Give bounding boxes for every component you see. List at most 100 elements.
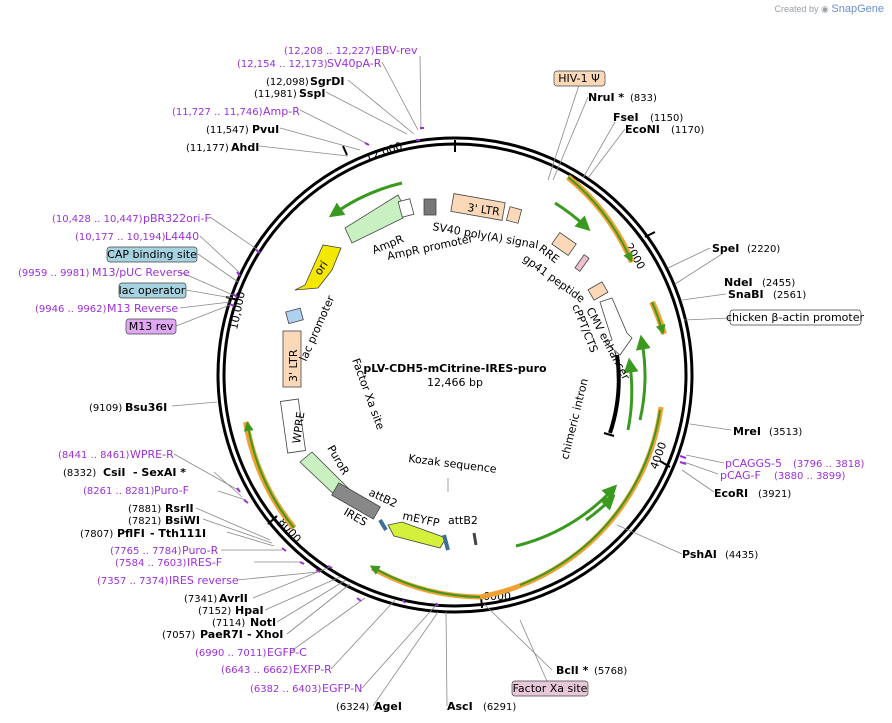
- tick-12000: 12,000: [364, 139, 405, 164]
- ecori-coord: (3921): [758, 489, 791, 500]
- factor-xa-site-box: [511, 680, 589, 697]
- avrii-name: AvrII: [219, 592, 248, 605]
- wpre-r-name: WPRE-R: [130, 448, 174, 461]
- fsei-name: FseI: [613, 111, 639, 124]
- bsiwi-name: BsiWI: [165, 514, 200, 527]
- puro-f-name: Puro-F: [154, 484, 189, 497]
- bsu36i-coord: (9109): [89, 403, 122, 414]
- snapgene-brand: Created by ◉ SnapGene: [774, 3, 884, 15]
- chimeric-intron-bar: [608, 354, 621, 434]
- sv40-box: [423, 198, 437, 216]
- csii-name: CsiI: [103, 466, 125, 479]
- pshai-coord: (4435): [725, 550, 758, 561]
- ndei-coord: (2455): [762, 278, 795, 289]
- ndei-name: NdeI: [724, 276, 753, 289]
- nrui-coord: (833): [630, 93, 657, 104]
- agei-name: AgeI: [374, 700, 402, 713]
- sv40pa-r-name: SV40pA-R: [327, 57, 382, 70]
- label-3ltr-left: 3' LTR: [287, 349, 300, 382]
- ltr-top-box: [450, 193, 506, 221]
- label-chimeric-intron: chimeric intron: [558, 377, 591, 461]
- ecori-name: EcoRI: [714, 487, 748, 500]
- asci-coord: (6291): [483, 702, 516, 713]
- label-wpre: WPRE: [290, 411, 307, 445]
- puro-f-coord: (8261 .. 8281): [83, 486, 155, 497]
- label-3ltr-top: 3' LTR: [467, 201, 501, 218]
- pbr322ori-f-name: pBR322ori-F: [143, 212, 211, 225]
- sexai-name: - SexAI *: [133, 466, 186, 479]
- sspi-coord: (11,981): [254, 89, 297, 100]
- gp41-box: [574, 254, 590, 272]
- spei-name: SpeI: [712, 242, 739, 255]
- factor-xa-site-label: Factor Xa site: [513, 682, 588, 695]
- ebv-rev-name: EBV-rev: [375, 44, 418, 57]
- sgrdi-name: SgrDI: [310, 75, 344, 88]
- attb2-right-mark: [442, 534, 450, 551]
- cap-binding-site-box: [106, 246, 198, 263]
- lac-operator-box: [118, 282, 187, 299]
- econi-coord: (1170): [671, 125, 704, 136]
- egfp-c-name: EGFP-C: [267, 646, 307, 659]
- exfp-r-coord: (6643 .. 6662): [221, 665, 293, 676]
- spei-coord: (2220): [747, 244, 780, 255]
- plasmid-length: 12,466 bp: [427, 376, 483, 389]
- snabi-coord: (2561): [773, 290, 806, 301]
- sv40pa-r-coord: (12,154 .. 12,173): [237, 59, 328, 70]
- sspi-name: SspI: [299, 87, 325, 100]
- l4440-coord: (10,177 .. 10,194): [75, 232, 166, 243]
- label-kozak: Kozak sequence: [408, 452, 498, 476]
- bsu36i-name: Bsu36I: [125, 401, 167, 414]
- hiv1-psi-label: HIV-1 Ψ: [558, 72, 600, 85]
- pvui-name: PvuI: [252, 123, 279, 136]
- asci-name: AscI: [447, 700, 473, 713]
- brand-name: SnapGene: [831, 3, 884, 15]
- m13-rev-label: M13 rev: [129, 320, 174, 333]
- rsrii-coord: (7881): [128, 504, 161, 515]
- noti-name: NotI: [250, 616, 276, 629]
- egfp-n-coord: (6382 .. 6403): [250, 684, 322, 695]
- bcli-name: BclI *: [556, 664, 589, 677]
- bsiwi-coord: (7821): [128, 516, 161, 527]
- chimeric-intron-end: [603, 432, 615, 437]
- agei-coord: (6324): [336, 702, 369, 713]
- pflfi-coord: (7807): [80, 529, 113, 540]
- rsrii-name: RsrII: [165, 502, 194, 515]
- paer7i-coord: (7057): [162, 630, 195, 641]
- chicken-actin-label: chicken β-actin promoter: [726, 311, 864, 324]
- mrei-coord: (3513): [769, 427, 802, 438]
- ori-arrow: [294, 244, 342, 291]
- m13puc-reverse-coord: (9959 .. 9981): [18, 268, 90, 279]
- pbr322ori-f-coord: (10,428 .. 10,447): [52, 214, 143, 225]
- pvui-coord: (11,547): [206, 125, 249, 136]
- egfp-n-name: EGFP-N: [322, 682, 362, 695]
- cmv-enhancer-arrow: [599, 297, 633, 356]
- hpai-name: HpaI: [235, 604, 264, 617]
- snabi-name: SnaBI: [728, 288, 764, 301]
- nrui-name: NruI *: [588, 91, 624, 104]
- exfp-r-name: EXFP-R: [293, 663, 332, 676]
- attb2-left-mark: [378, 518, 388, 532]
- avrii-coord: (7341): [184, 594, 217, 605]
- ires-box: [331, 482, 381, 520]
- rre-box: [551, 231, 577, 257]
- noti-coord: (7114): [212, 618, 245, 629]
- green-arrows: [328, 181, 651, 548]
- xhoi-name: - XhoI: [247, 628, 283, 641]
- amp-r-name: Amp-R: [263, 105, 300, 118]
- hiv1-psi-box: [553, 70, 606, 87]
- lac-promoter-box: [285, 307, 304, 325]
- puro-r-coord: (7765 .. 7784): [110, 546, 182, 557]
- sgrdi-coord: (12,098): [266, 77, 309, 88]
- meyfp-arrow: [387, 521, 447, 549]
- ires-f-coord: (7584 .. 7603): [115, 558, 187, 569]
- wpre-r-coord: (8441 .. 8461): [58, 450, 130, 461]
- pcag-f-coord: (3880 .. 3899): [774, 471, 846, 482]
- hpai-coord: (7152): [198, 606, 231, 617]
- amp-r-coord: (11,727 .. 11,746): [172, 107, 263, 118]
- m13puc-reverse-name: M13/pUC Reverse: [92, 266, 190, 279]
- label-attb2-right: attB2: [448, 514, 478, 527]
- fsei-coord: (1150): [650, 113, 683, 124]
- ampr-promoter-box: [397, 198, 415, 218]
- ires-reverse-coord: (7357 .. 7374): [97, 576, 169, 587]
